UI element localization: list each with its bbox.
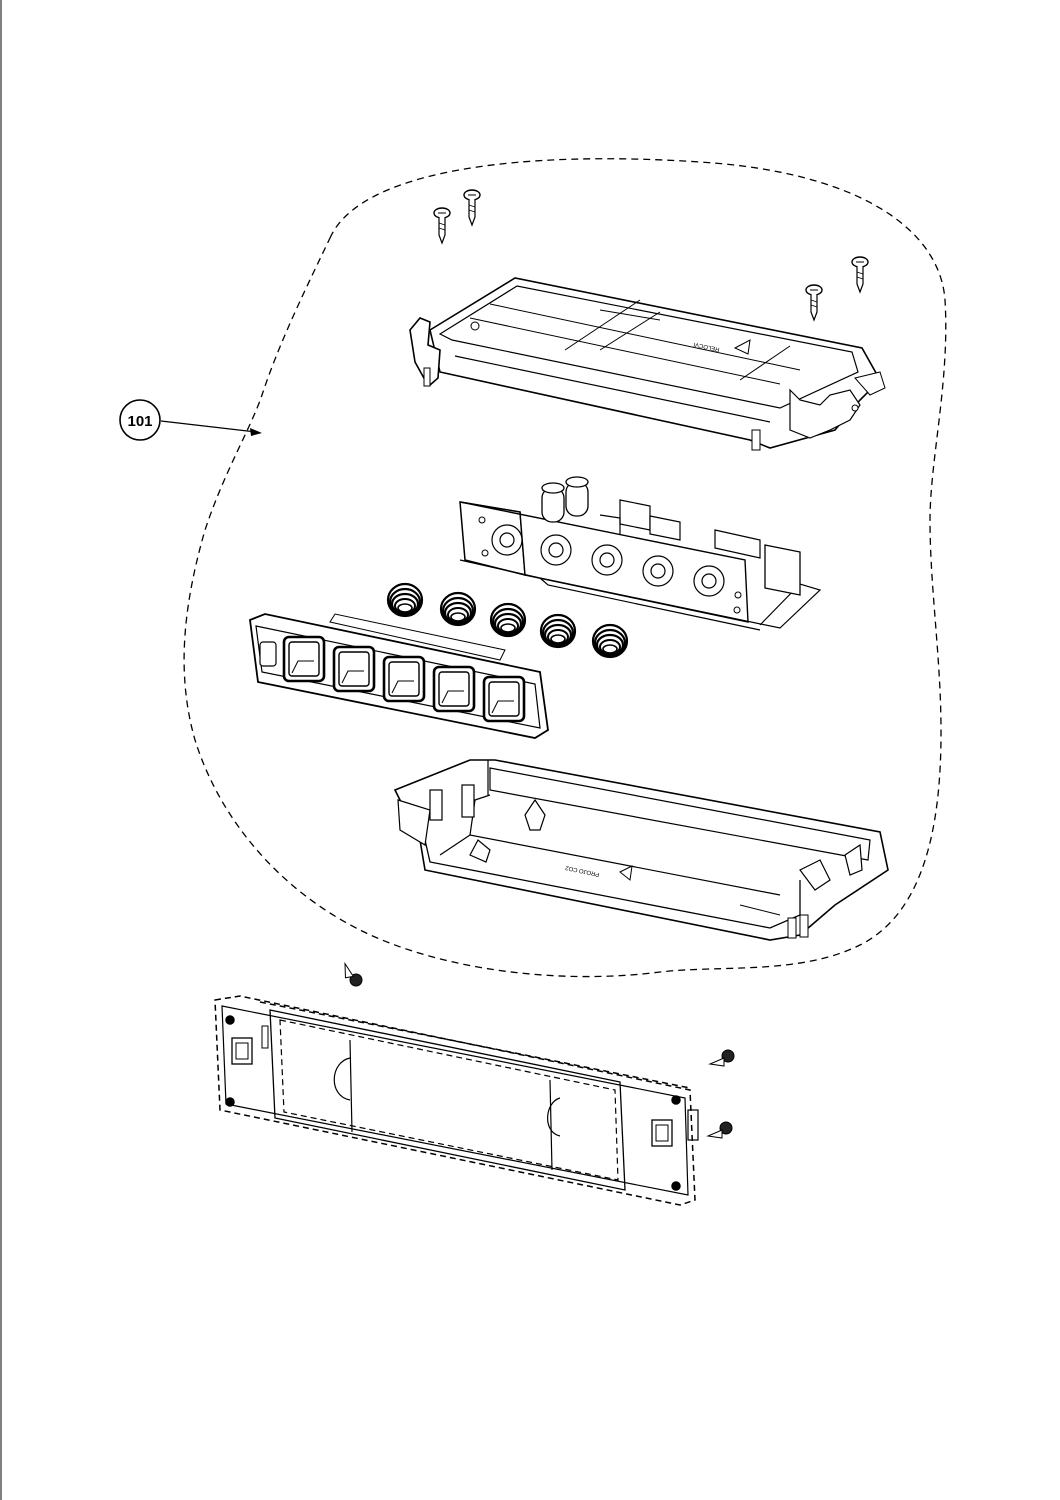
button-springs (386, 582, 629, 659)
assembly-group-outline (183, 158, 947, 978)
front-panel (214, 995, 699, 1206)
pcb-board (459, 476, 822, 631)
front-panel-screws (342, 960, 735, 1139)
callout-label: 101 (127, 413, 152, 430)
top-cover: RELOCVI (409, 277, 886, 451)
bottom-housing: PROJO CO2 (393, 759, 889, 941)
top-cover-mark: RELOCVI (693, 341, 720, 352)
button-frame (249, 613, 549, 739)
tactile-switches (491, 524, 725, 597)
callout-101: 101 (119, 399, 262, 441)
